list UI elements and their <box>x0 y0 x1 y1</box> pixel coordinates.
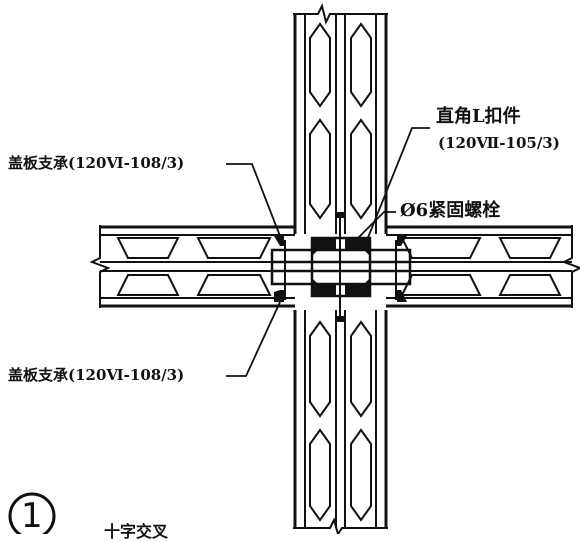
vertical-wall <box>293 3 388 534</box>
cover-support-top-label: 盖板支承(120Ⅵ-108/3) <box>8 154 185 172</box>
corner-clip-label: 直角L扣件 <box>436 106 521 127</box>
detail-number: 1 <box>21 496 43 536</box>
detail-circle <box>8 492 56 534</box>
bolt-label: Ø6紧固螺栓 <box>400 200 501 221</box>
cover-support-bottom-label: 盖板支承(120Ⅵ-108/3) <box>8 366 185 384</box>
corner-clip-ref-label: (120Ⅶ-105/3) <box>438 134 560 152</box>
detail-title: 十字交叉 <box>104 522 169 541</box>
leader-lines <box>226 127 430 377</box>
central-connection <box>270 212 412 322</box>
